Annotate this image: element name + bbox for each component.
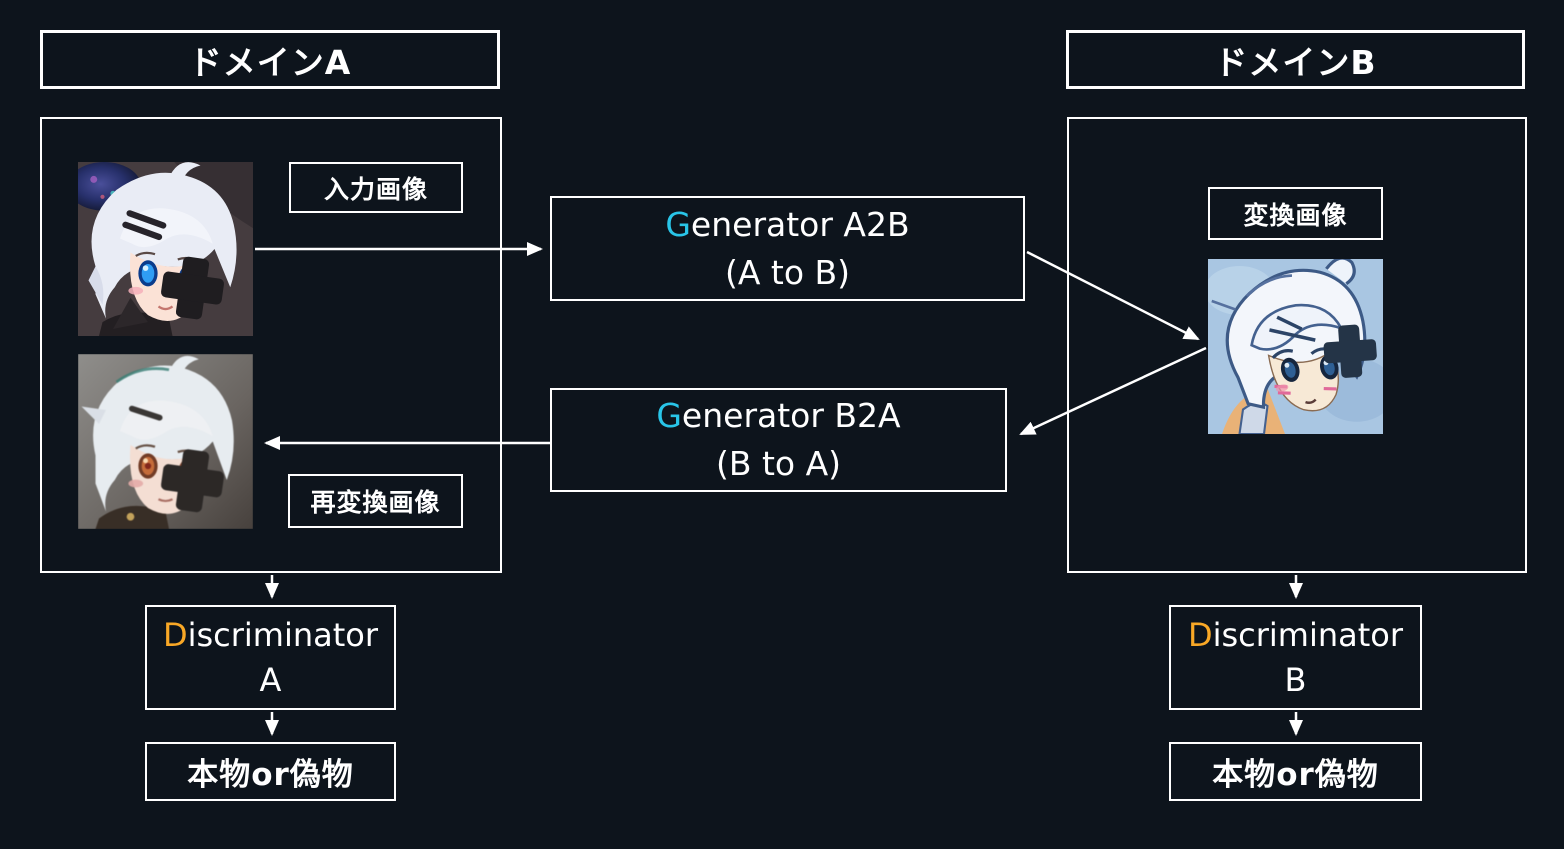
generator-a2b-label-rest: enerator A2B bbox=[690, 204, 910, 244]
discriminator-a-label-rest: iscriminator bbox=[187, 615, 379, 654]
generator-b2a-label: Generator B2A bbox=[656, 392, 900, 440]
discriminator-a-box: Discriminator A bbox=[145, 605, 396, 710]
input-image-a-illustration bbox=[78, 162, 253, 336]
discriminator-b-sublabel: B bbox=[1284, 660, 1307, 699]
generator-a2b-accent-letter: G bbox=[665, 204, 691, 244]
generator-a2b-sublabel: (A to B) bbox=[724, 252, 851, 292]
generator-b2a-label-rest: enerator B2A bbox=[681, 396, 901, 436]
input-image-a bbox=[78, 162, 253, 336]
generator-a2b-label: Generator A2B bbox=[665, 201, 909, 249]
input-image-label: 入力画像 bbox=[323, 174, 428, 204]
reconverted-image-label: 再変換画像 bbox=[310, 488, 441, 517]
generator-b2a-sublabel: (B to A) bbox=[715, 444, 842, 483]
verdict-a-label: 本物or偽物 bbox=[187, 757, 354, 793]
discriminator-b-accent-letter: D bbox=[1187, 615, 1213, 654]
verdict-b-box: 本物or偽物 bbox=[1169, 742, 1422, 801]
verdict-b-label: 本物or偽物 bbox=[1212, 757, 1379, 793]
discriminator-a-accent-letter: D bbox=[162, 615, 188, 654]
generator-b2a-accent-letter: G bbox=[656, 396, 682, 436]
discriminator-b-box: Discriminator B bbox=[1169, 605, 1422, 710]
domain-b-box bbox=[1067, 117, 1527, 573]
converted-image-label-box: 変換画像 bbox=[1208, 187, 1383, 240]
converted-image-b-illustration bbox=[1208, 259, 1383, 434]
input-image-label-box: 入力画像 bbox=[289, 162, 463, 213]
reconverted-image-a bbox=[78, 354, 253, 529]
domain-a-box bbox=[40, 117, 502, 573]
discriminator-b-label: Discriminator bbox=[1188, 613, 1403, 658]
converted-image-label: 変換画像 bbox=[1243, 200, 1348, 230]
domain-b-title-box: ドメインB bbox=[1066, 30, 1525, 89]
generator-a2b-box: Generator A2B (A to B) bbox=[550, 196, 1025, 301]
discriminator-b-label-rest: iscriminator bbox=[1212, 615, 1404, 654]
generator-b2a-box: Generator B2A (B to A) bbox=[550, 388, 1007, 492]
domain-a-title: ドメインA bbox=[188, 42, 352, 82]
discriminator-a-sublabel: A bbox=[259, 660, 282, 699]
reconverted-image-label-box: 再変換画像 bbox=[288, 474, 463, 528]
verdict-a-box: 本物or偽物 bbox=[145, 742, 396, 801]
domain-b-title: ドメインB bbox=[1214, 42, 1377, 82]
reconverted-image-a-illustration bbox=[78, 354, 253, 529]
converted-image-b bbox=[1208, 259, 1383, 434]
discriminator-a-label: Discriminator bbox=[163, 613, 378, 658]
domain-a-title-box: ドメインA bbox=[40, 30, 500, 89]
